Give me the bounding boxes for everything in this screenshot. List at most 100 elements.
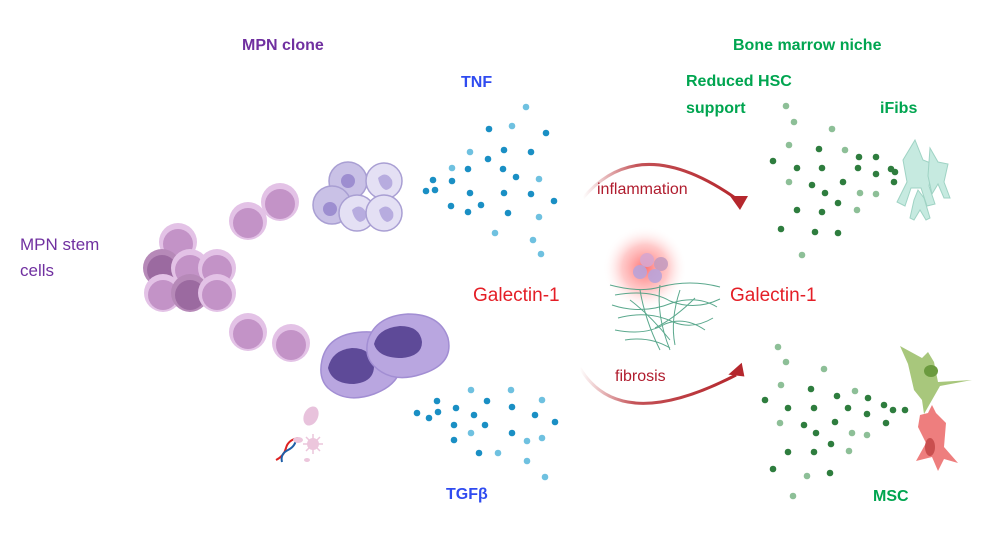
tnf-cytokine-dot xyxy=(529,236,537,244)
niche-signal-dot xyxy=(845,447,853,455)
niche-signal-dot xyxy=(810,404,818,412)
niche-signal-dot xyxy=(790,118,798,126)
niche-signal-dot xyxy=(774,343,782,351)
niche-signal-dot xyxy=(863,431,871,439)
progenitor-cell xyxy=(229,313,267,351)
niche-signal-dot xyxy=(810,448,818,456)
tgfb-cytokine-dot xyxy=(450,421,458,429)
tgfb-cytokine-dot xyxy=(413,409,421,417)
tnf-label: TNF xyxy=(461,74,493,91)
progenitor-cell xyxy=(272,324,310,362)
progenitor-cell xyxy=(261,183,299,221)
tnf-cytokine-dot xyxy=(500,146,508,154)
tnf-cytokine-dot xyxy=(464,208,472,216)
niche-signal-dot xyxy=(820,365,828,373)
niche-signal-dot xyxy=(776,419,784,427)
tnf-cytokine-dot xyxy=(527,190,535,198)
niche-signal-dot xyxy=(818,164,826,172)
niche-signal-dot xyxy=(851,387,859,395)
msc-cells-icon xyxy=(900,346,972,471)
tnf-cytokine-dot xyxy=(477,201,485,209)
niche-signal-dot xyxy=(785,178,793,186)
niche-signal-dot xyxy=(841,146,849,154)
niche-signal-dot xyxy=(803,472,811,480)
niche-signal-dot xyxy=(889,406,897,414)
tnf-cytokine-dot xyxy=(464,165,472,173)
niche-signal-dot xyxy=(833,392,841,400)
tnf-cytokine-dots xyxy=(422,103,558,258)
reduced-hsc-support-label-line1: Reduced HSC xyxy=(686,73,792,90)
mpn-stem-cells-label-line2: cells xyxy=(20,261,55,280)
tnf-cytokine-dot xyxy=(429,176,437,184)
tgfb-cytokine-dot xyxy=(467,386,475,394)
ifibs-label: iFibs xyxy=(880,100,918,117)
inflamed-cells-icon xyxy=(603,226,687,310)
niche-signal-dot xyxy=(769,465,777,473)
tgfb-cytokine-dot xyxy=(538,434,546,442)
fibrosis-arrow xyxy=(578,362,745,405)
niche-signal-dot xyxy=(789,492,797,500)
tnf-cytokine-dot xyxy=(484,155,492,163)
niche-signal-dot xyxy=(798,251,806,259)
tgfb-cytokine-dot xyxy=(507,386,515,394)
tnf-cytokine-dot xyxy=(422,187,430,195)
niche-signal-dot xyxy=(855,153,863,161)
niche-signal-dot xyxy=(777,225,785,233)
tgfb-cytokine-dot xyxy=(434,408,442,416)
tnf-cytokine-dot xyxy=(491,229,499,237)
niche-signal-dot xyxy=(880,401,888,409)
tnf-cytokine-dot xyxy=(466,189,474,197)
niche-signal-dot xyxy=(782,358,790,366)
tgfb-label: TGFβ xyxy=(446,486,488,503)
niche-signal-dot xyxy=(812,429,820,437)
tgfb-cytokine-dot xyxy=(508,403,516,411)
tnf-cytokine-dot xyxy=(448,164,456,172)
tgfb-cytokine-dot xyxy=(551,418,559,426)
niche-signal-dot xyxy=(784,404,792,412)
stem-cell xyxy=(144,274,182,312)
niche-signal-dot xyxy=(890,178,898,186)
tnf-cytokine-dot xyxy=(466,148,474,156)
tnf-cytokine-dot xyxy=(448,177,456,185)
niche-signal-dot xyxy=(844,404,852,412)
niche-signal-dot xyxy=(872,170,880,178)
niche-signal-dot xyxy=(872,153,880,161)
stem-cell xyxy=(171,274,209,312)
galectin-1-label-right: Galectin-1 xyxy=(730,285,817,306)
tgfb-cytokine-dot xyxy=(523,457,531,465)
niche-signal-dot xyxy=(793,206,801,214)
niche-signal-dot xyxy=(834,229,842,237)
tnf-cytokine-dot xyxy=(527,148,535,156)
niche-signal-dot xyxy=(872,190,880,198)
tnf-cytokine-dot xyxy=(535,213,543,221)
niche-signal-dot xyxy=(782,102,790,110)
niche-signal-dot xyxy=(828,125,836,133)
tgfb-cytokine-dot xyxy=(467,429,475,437)
fibrosis-label: fibrosis xyxy=(615,368,666,385)
tgfb-cytokine-dot xyxy=(483,397,491,405)
niche-signal-dot xyxy=(882,419,890,427)
niche-signal-dot xyxy=(891,168,899,176)
tnf-cytokine-dot xyxy=(485,125,493,133)
niche-signal-dot xyxy=(761,396,769,404)
tnf-cytokine-dot xyxy=(537,250,545,258)
tgfb-cytokine-dot xyxy=(494,449,502,457)
niche-signal-dot xyxy=(853,206,861,214)
tnf-cytokine-dot xyxy=(542,129,550,137)
niche-signal-dot xyxy=(864,394,872,402)
mpn-stem-cells-label-line1: MPN stem xyxy=(20,235,100,254)
tnf-cytokine-dot xyxy=(504,209,512,217)
niche-signal-dot xyxy=(807,385,815,393)
tnf-cytokine-dot xyxy=(447,202,455,210)
niche-signal-dot xyxy=(863,410,871,418)
stem-cell-cluster-icon xyxy=(143,223,236,312)
tnf-cytokine-dot xyxy=(550,197,558,205)
inflammation-arrow xyxy=(581,163,748,210)
niche-signal-dot xyxy=(818,208,826,216)
tgfb-cytokine-dot xyxy=(481,421,489,429)
fibrosis-fibers-icon xyxy=(609,282,721,351)
niche-signal-dot xyxy=(854,164,862,172)
tgfb-cytokine-dot xyxy=(433,397,441,405)
megakaryocyte-icon xyxy=(320,313,450,399)
